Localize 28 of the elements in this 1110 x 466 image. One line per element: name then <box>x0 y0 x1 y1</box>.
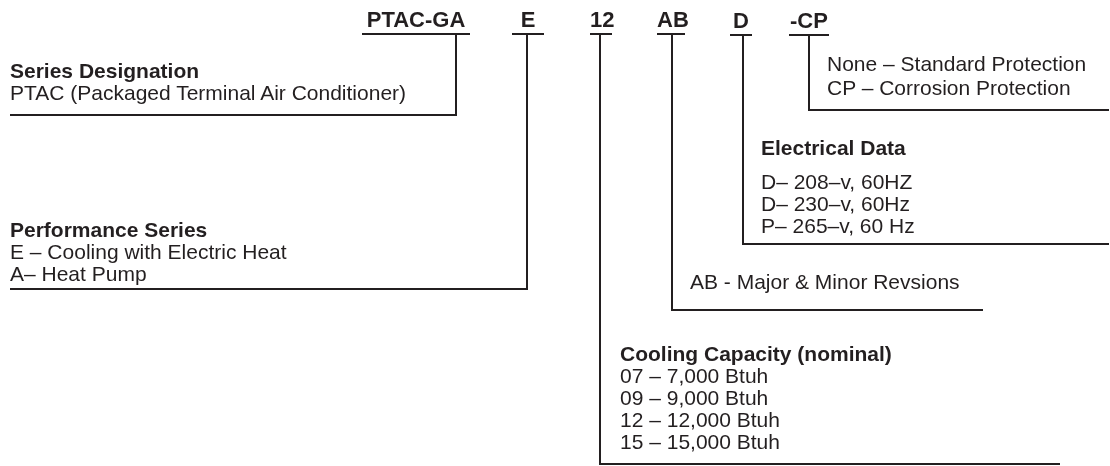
code-description: D– 230–v, 60Hz <box>761 193 911 215</box>
code-description: D– 208–v, 60HZ <box>761 171 913 193</box>
section-heading: Electrical Data <box>761 137 906 159</box>
code-description: None – Standard Protection <box>827 52 1087 76</box>
code-description: 12 – 12,000 Btuh <box>620 409 780 431</box>
leader-line <box>742 35 936 245</box>
section-heading: Series Designation <box>10 60 200 82</box>
code-segment: -CP <box>789 8 829 36</box>
code-description: CP – Corrosion Protection <box>827 76 1071 100</box>
code-segment: PTAC-GA <box>362 7 470 35</box>
leader-line <box>9 34 528 290</box>
code-description: P– 265–v, 60 Hz <box>761 215 915 237</box>
code-description: 09 – 9,000 Btuh <box>620 387 769 409</box>
code-segment: E <box>512 7 544 35</box>
code-description: E – Cooling with Electric Heat <box>10 241 287 263</box>
code-segment: 12 <box>590 7 612 35</box>
code-description: A– Heat Pump <box>10 263 147 285</box>
code-description: AB - Major & Minor Revsions <box>690 271 960 293</box>
code-description: PTAC (Packaged Terminal Air Conditioner) <box>10 82 407 104</box>
leader-line <box>9 34 457 116</box>
code-description: 07 – 7,000 Btuh <box>620 365 769 387</box>
section-heading: Cooling Capacity (nominal) <box>620 343 892 365</box>
code-description: 15 – 15,000 Btuh <box>620 431 780 453</box>
leader-line <box>599 34 913 465</box>
section-heading: Performance Series <box>10 219 208 241</box>
leader-line <box>671 34 984 311</box>
code-segment: D <box>730 8 752 36</box>
leader-line <box>808 35 1110 111</box>
